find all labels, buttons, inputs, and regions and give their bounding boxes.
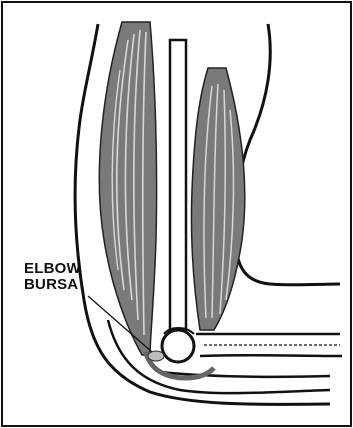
label-line-2: BURSA	[24, 277, 81, 293]
elbow-bursa-sac	[148, 351, 164, 361]
arm-skin-outline-front	[236, 24, 340, 285]
biceps-muscle	[191, 68, 244, 330]
triceps-muscle	[99, 22, 156, 355]
humerus-bone	[170, 40, 186, 346]
bursa-callout-label: ELBOW BURSA	[24, 261, 81, 293]
label-line-1: ELBOW	[24, 261, 81, 277]
elbow-joint	[162, 328, 194, 362]
